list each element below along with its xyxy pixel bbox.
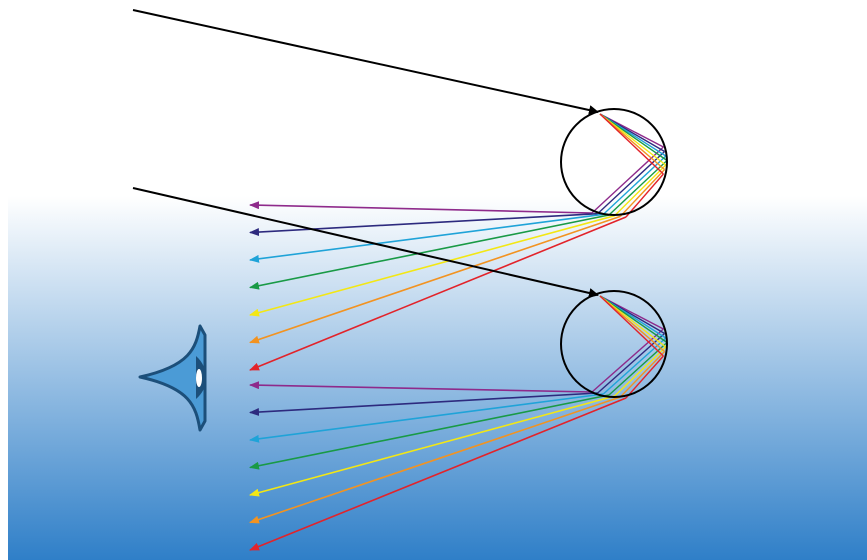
refracted-ray-red-top <box>599 113 664 175</box>
reflected-ray-red-bottom <box>625 355 664 399</box>
outgoing-ray-red-bottom <box>249 397 627 551</box>
outgoing-ray-blue-top <box>249 213 604 263</box>
outgoing-ray-blue-bottom <box>249 393 604 443</box>
incoming-ray-bottom <box>132 187 599 298</box>
eye-icon <box>138 324 207 432</box>
sky-background <box>8 0 867 560</box>
reflected-ray-indigo-top <box>597 150 666 215</box>
incoming-sunlight-rays <box>132 9 599 298</box>
outgoing-ray-indigo-top <box>249 212 598 237</box>
refracted-ray-green-bottom <box>599 295 668 344</box>
reflected-ray-green-top <box>608 159 668 216</box>
eye-pupil <box>196 369 202 387</box>
reflected-ray-yellow-bottom <box>614 346 667 397</box>
reflected-ray-blue-bottom <box>602 337 667 395</box>
dispersed-rays <box>249 113 668 551</box>
refracted-ray-green-top <box>599 113 668 162</box>
outgoing-ray-orange-top <box>249 215 621 344</box>
incoming-ray-top <box>132 9 599 115</box>
outgoing-ray-green-top <box>249 214 610 290</box>
raindrop-bottom <box>560 290 668 398</box>
reflected-ray-yellow-top <box>614 164 667 217</box>
outgoing-ray-violet-top <box>249 201 593 214</box>
outgoing-ray-yellow-bottom <box>249 395 615 497</box>
outgoing-ray-violet-bottom <box>249 381 593 393</box>
reflected-ray-red-top <box>625 173 664 218</box>
reflected-ray-orange-top <box>619 169 666 217</box>
raindrops <box>560 108 668 398</box>
reflected-ray-orange-bottom <box>619 351 666 398</box>
outgoing-ray-indigo-bottom <box>249 392 598 416</box>
outgoing-ray-yellow-top <box>249 214 615 317</box>
outgoing-ray-red-top <box>249 216 627 371</box>
refracted-ray-red-bottom <box>599 295 664 357</box>
reflected-ray-green-bottom <box>608 341 668 396</box>
eye-outline <box>138 324 207 432</box>
raindrop-top <box>560 108 668 216</box>
outgoing-ray-orange-bottom <box>249 396 621 524</box>
reflected-ray-indigo-bottom <box>597 332 666 394</box>
outgoing-ray-green-bottom <box>249 394 610 470</box>
